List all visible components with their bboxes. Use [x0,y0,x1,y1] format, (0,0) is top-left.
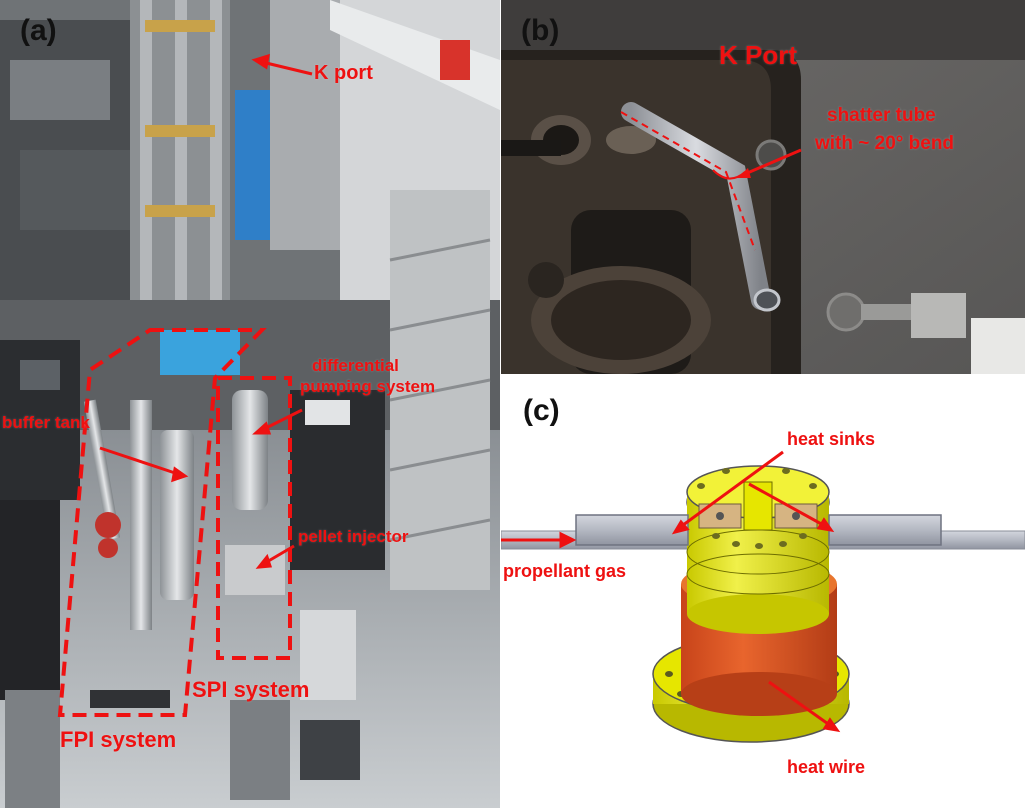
heat-wire-label: heat wire [787,757,866,777]
fpi-system-box [57,328,267,717]
k-port-title: K Port [719,40,797,70]
heat-wire-arrowhead [822,717,841,733]
facility-photo [0,0,500,808]
k-port-closeup-photo [501,0,1025,374]
panel-a-annotations [57,53,313,717]
thick-tube-right [828,514,942,546]
panel-b-photo: (b) K Port shatter tube with ~ 20° bend [501,0,1025,374]
heat-sinks-label: heat sinks [787,429,876,449]
propellant-arrowhead [559,531,577,549]
shatter-arrowhead [737,168,751,178]
differential-label-line1: differential [312,356,399,375]
tube-dashed-line [620,111,756,251]
fpi-system-label: FPI system [60,727,177,752]
propellant-gas-label: propellant gas [503,561,627,581]
panel-b-letter: (b) [521,14,560,47]
spi-system-label: SPI system [192,677,310,702]
k-port-label: K port [314,62,373,84]
differential-label-line2: pumping system [300,377,436,396]
panel-b-annotations [620,111,802,251]
buffer-tank-arrow-line [99,446,179,476]
heat-sinks-arrow-1 [678,450,784,530]
pellet-injector-arrow-line [264,544,295,565]
heat-wire-arrow-line [768,680,832,728]
panel-a-letter: (a) [20,14,57,47]
thick-tube-left [575,514,689,546]
heat-sinks-arrow-2 [748,482,826,528]
panel-a-photo: (a) K port differential pumping system b… [0,0,500,808]
shatter-arrow-line [744,148,802,176]
pellet-injector-label: pellet injector [298,527,409,546]
buffer-tank-label: buffer tank [2,413,90,432]
heat-sinks-arrowhead-2 [816,517,835,533]
differential-arrow-line [261,408,303,432]
injector-model [501,450,1025,743]
k-port-arrow-line [261,60,313,76]
panel-c-diagram: (c) heat sinks propellant gas heat wire [501,374,1025,808]
panel-c-letter: (c) [523,394,560,427]
pellet-injector-arrowhead [255,553,273,569]
k-port-arrowhead [251,53,270,70]
heat-sinks-arrowhead-1 [671,519,690,535]
shatter-tube-line1: shatter tube [827,105,936,126]
buffer-tank-arrowhead [171,466,189,483]
differential-arrowhead [252,421,272,435]
spi-system-box [216,376,292,660]
shatter-tube-line2: with ~ 20° bend [815,133,955,154]
